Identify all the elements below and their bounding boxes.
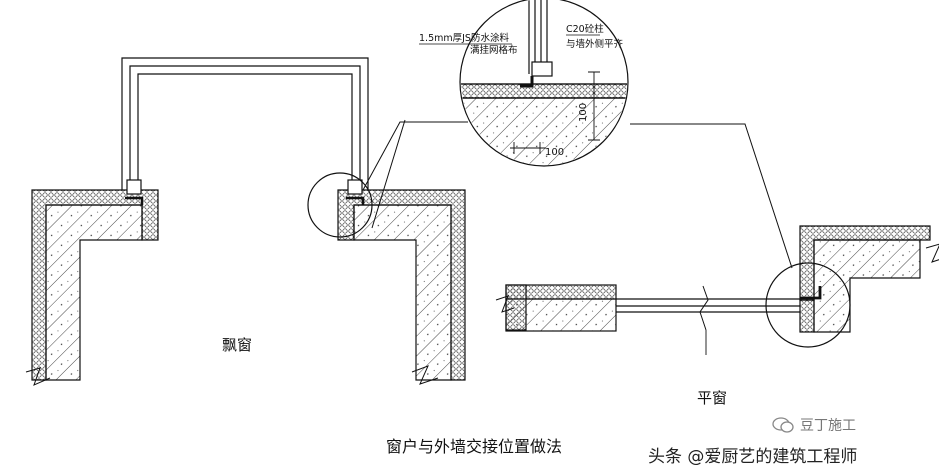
dim-height-label: 100 xyxy=(578,103,589,122)
wechat-icon xyxy=(772,417,794,433)
detail-circle-enlarged xyxy=(459,0,629,167)
mesh-label: 满挂网格布 xyxy=(470,44,518,56)
detail-circle-right xyxy=(765,262,851,348)
sill-flush-label: 与墙外侧平齐 xyxy=(566,38,624,50)
callout-leader xyxy=(362,119,468,229)
sill-label: C20砼柱 xyxy=(566,23,604,35)
enlarged-detail xyxy=(459,0,629,167)
bay-window-label: 飘窗 xyxy=(222,336,252,354)
bay-concrete-wall xyxy=(45,204,143,381)
flat-window-label: 平窗 xyxy=(697,389,727,407)
detail-circle-left xyxy=(307,172,373,238)
membrane-label: 1.5mm厚JS防水涂料 xyxy=(419,32,509,44)
watermark-brand: 豆丁施工 xyxy=(800,418,856,434)
bay-window-section xyxy=(25,57,466,386)
flat-window-section xyxy=(495,123,939,355)
watermark-author: 头条 @爱厨艺的建筑工程师 xyxy=(648,447,858,467)
bay-window-frame xyxy=(121,57,369,190)
drawing-caption: 窗户与外墙交接位置做法 xyxy=(386,437,562,456)
dim-width-label: 100 xyxy=(545,147,564,158)
